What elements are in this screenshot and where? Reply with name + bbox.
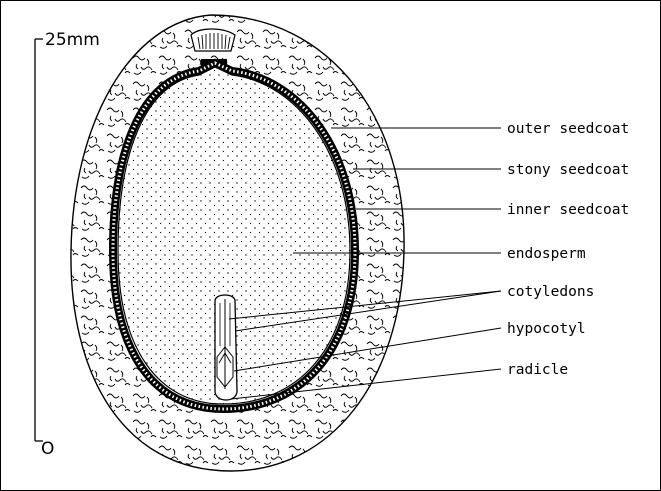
scale-bottom-label: O (41, 439, 54, 459)
label-cotyledons: cotyledons (507, 284, 594, 300)
label-radicle: radicle (507, 362, 568, 378)
label-stony-seedcoat: stony seedcoat (507, 162, 629, 178)
label-inner-seedcoat: inner seedcoat (507, 202, 629, 218)
scale-top-label: 25mm (45, 30, 100, 50)
embryo (215, 295, 237, 400)
label-hypocotyl: hypocotyl (507, 321, 586, 337)
labels: outer seedcoat stony seedcoat inner seed… (507, 121, 629, 378)
label-endosperm: endosperm (507, 246, 586, 262)
label-outer-seedcoat: outer seedcoat (507, 121, 629, 137)
